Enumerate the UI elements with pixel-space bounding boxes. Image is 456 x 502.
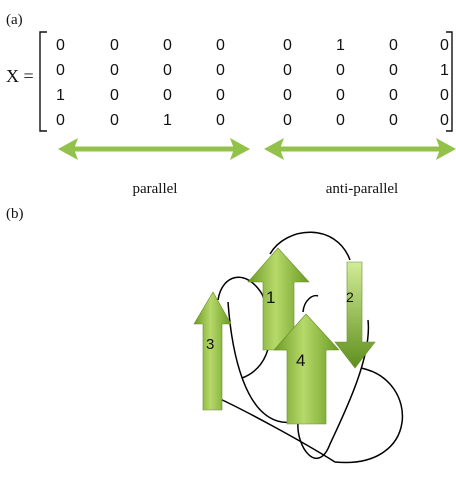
parallel-range-right-head	[230, 138, 250, 160]
parallel-range-arrow	[58, 138, 250, 160]
panel-b-label: (b)	[6, 206, 24, 222]
matrix-cell: 0	[110, 37, 119, 54]
matrix-row-4: 0 0 1 0 0 0 0 0	[56, 112, 449, 129]
matrix-cell: 0	[283, 37, 292, 54]
strand-3-arrow	[193, 291, 232, 411]
strand-4: 4	[273, 313, 340, 425]
loop-1-4	[302, 294, 319, 313]
matrix-cell: 0	[283, 62, 292, 79]
strand-2-arrow	[334, 261, 376, 369]
matrix-cell: 0	[336, 112, 345, 129]
strand-4-label: 4	[296, 351, 305, 370]
matrix-body: 0 0 0 0 0 1 0 0 0 0 0 0 0 0 0 1 1 0 0 0 …	[56, 37, 449, 129]
panel-a-label: (a)	[6, 12, 23, 28]
loop-1-2	[269, 231, 351, 261]
strand-1-label: 1	[266, 288, 275, 307]
strand-3-label: 3	[206, 336, 214, 353]
matrix-cell: 0	[440, 112, 449, 129]
strand-2-label: 2	[346, 289, 354, 305]
matrix-cell: 0	[110, 112, 119, 129]
matrix-cell: 1	[56, 87, 65, 104]
matrix-row-1: 0 0 0 0 0 1 0 0	[56, 37, 449, 54]
strand-3: 3	[193, 291, 232, 411]
loop-4-3	[227, 301, 303, 424]
loop-3-1	[217, 276, 272, 379]
matrix-cell: 0	[283, 112, 292, 129]
anti-parallel-label: anti-parallel	[326, 181, 398, 197]
matrix-cell: 0	[216, 87, 225, 104]
matrix-cell: 0	[56, 112, 65, 129]
matrix-cell: 0	[283, 87, 292, 104]
matrix-row-2: 0 0 0 0 0 0 0 1	[56, 62, 449, 79]
matrix-cell: 0	[163, 37, 172, 54]
loop-2-3	[217, 367, 404, 464]
matrix-cell: 0	[110, 87, 119, 104]
anti-parallel-range-left-head	[264, 138, 284, 160]
matrix-cell: 1	[163, 112, 172, 129]
matrix-cell: 0	[389, 87, 398, 104]
anti-parallel-range-arrow	[264, 138, 456, 160]
matrix-right-bracket	[446, 31, 453, 132]
matrix-cell: 0	[389, 112, 398, 129]
matrix-cell: 0	[440, 37, 449, 54]
strand-2: 2	[334, 261, 376, 369]
parallel-range-left-head	[58, 138, 78, 160]
matrix-cell: 0	[440, 87, 449, 104]
matrix-cell: 0	[336, 62, 345, 79]
matrix-name: X =	[6, 66, 34, 86]
anti-parallel-range-right-head	[436, 138, 456, 160]
strand-4-arrow	[273, 313, 340, 425]
matrix-cell: 0	[163, 87, 172, 104]
matrix-cell: 0	[216, 37, 225, 54]
matrix-cell: 0	[389, 62, 398, 79]
matrix-cell: 0	[389, 37, 398, 54]
matrix-cell: 0	[110, 62, 119, 79]
matrix-left-bracket	[39, 31, 47, 132]
matrix-cell: 0	[216, 62, 225, 79]
matrix-cell: 0	[163, 62, 172, 79]
matrix-cell: 0	[336, 87, 345, 104]
matrix-cell: 0	[216, 112, 225, 129]
matrix-cell: 0	[56, 37, 65, 54]
matrix-cell: 0	[56, 62, 65, 79]
matrix-cell: 1	[336, 37, 345, 54]
matrix-row-3: 1 0 0 0 0 0 0 0	[56, 87, 449, 104]
parallel-label: parallel	[133, 181, 178, 197]
matrix-cell: 1	[440, 62, 449, 79]
